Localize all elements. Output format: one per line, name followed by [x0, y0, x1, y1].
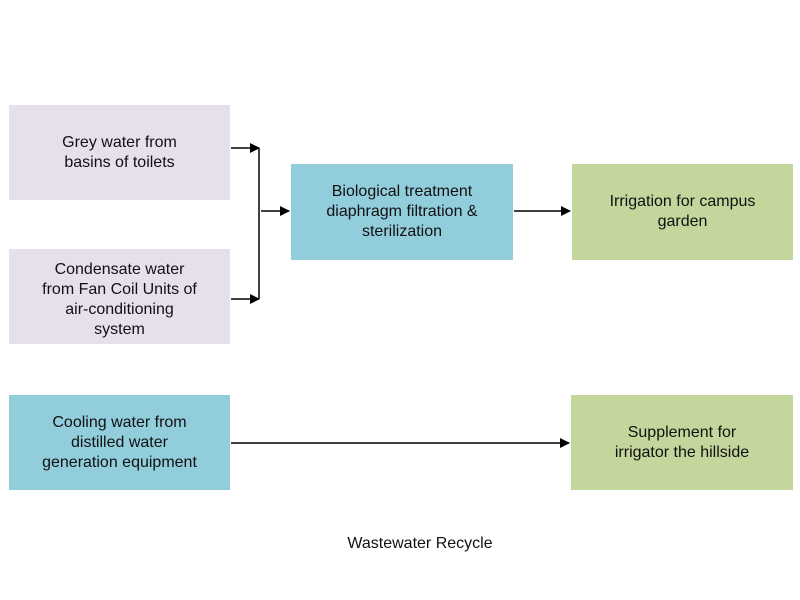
node-condensate-water: Condensate water from Fan Coil Units of …: [9, 249, 230, 344]
node-biological-line: Biological treatment: [331, 183, 473, 200]
node-biological-line: diaphragm filtration &: [326, 203, 478, 220]
node-irrigation-line: garden: [657, 213, 708, 230]
node-cooling-water: Cooling water from distilled water gener…: [9, 395, 230, 490]
node-cooling-line: distilled water: [71, 433, 168, 451]
node-grey-water-line: basins of toilets: [64, 153, 175, 171]
node-irrigation-campus-garden: Irrigation for campus garden: [572, 164, 793, 260]
node-condensate-line: Condensate water: [54, 260, 185, 278]
diagram-caption: Wastewater Recycle: [347, 535, 493, 552]
node-condensate-line: air-conditioning: [65, 300, 174, 318]
node-condensate-line: system: [94, 320, 145, 338]
node-supplement-hillside: Supplement for irrigator the hillside: [571, 395, 793, 490]
node-condensate-line: from Fan Coil Units of: [42, 280, 197, 298]
node-grey-water-line: Grey water from: [62, 133, 177, 151]
node-biological-line: sterilization: [361, 223, 443, 240]
node-supplement-line: Supplement for: [627, 423, 737, 441]
node-cooling-line: generation equipment: [42, 453, 197, 471]
node-irrigation-line: Irrigation for campus: [609, 193, 756, 210]
node-grey-water: Grey water from basins of toilets: [9, 105, 230, 200]
node-cooling-line: Cooling water from: [52, 413, 187, 431]
node-biological-treatment: Biological treatment diaphragm filtratio…: [291, 164, 513, 260]
node-supplement-line: irrigator the hillside: [614, 443, 750, 461]
